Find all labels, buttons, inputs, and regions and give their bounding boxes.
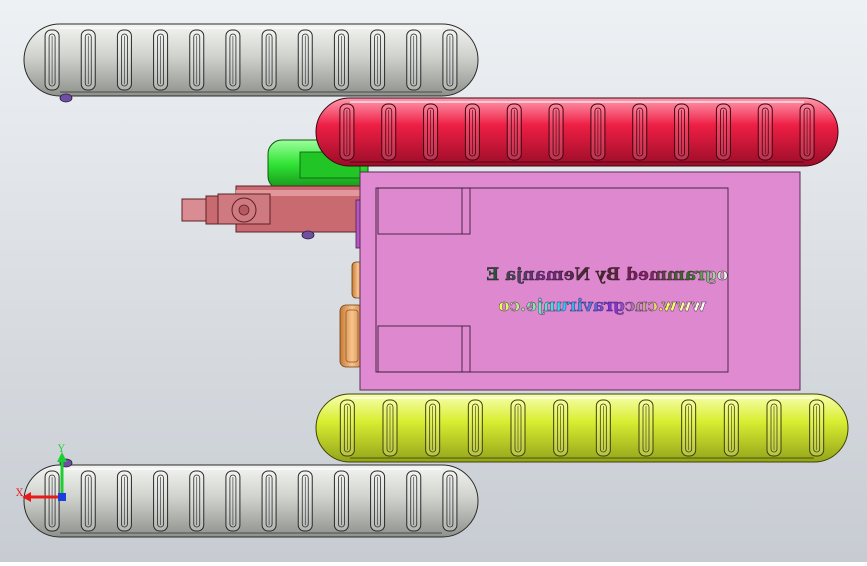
triad-z-axis	[58, 493, 66, 501]
name-plate	[375, 187, 729, 373]
screw-head-top	[59, 93, 73, 103]
mount-slot-top	[377, 187, 471, 235]
track-yellow-lower[interactable]	[315, 393, 849, 463]
track-red-upper[interactable]	[315, 97, 839, 167]
track-gray-bottom[interactable]	[23, 464, 479, 538]
plate-text-line2: www.cncgravirunje.co	[498, 296, 707, 316]
mount-slot-bottom	[377, 325, 471, 373]
track-gray-top[interactable]	[23, 23, 479, 97]
triad-x-label: X	[16, 488, 24, 499]
chassis-body[interactable]: ogrammed By Nemanja E www.cncgravirunje.…	[359, 171, 801, 391]
triad-y-label: Y	[57, 444, 65, 455]
plate-text-line1: ogrammed By Nemanja E	[486, 265, 728, 285]
coordinate-triad: Y X	[16, 444, 67, 502]
